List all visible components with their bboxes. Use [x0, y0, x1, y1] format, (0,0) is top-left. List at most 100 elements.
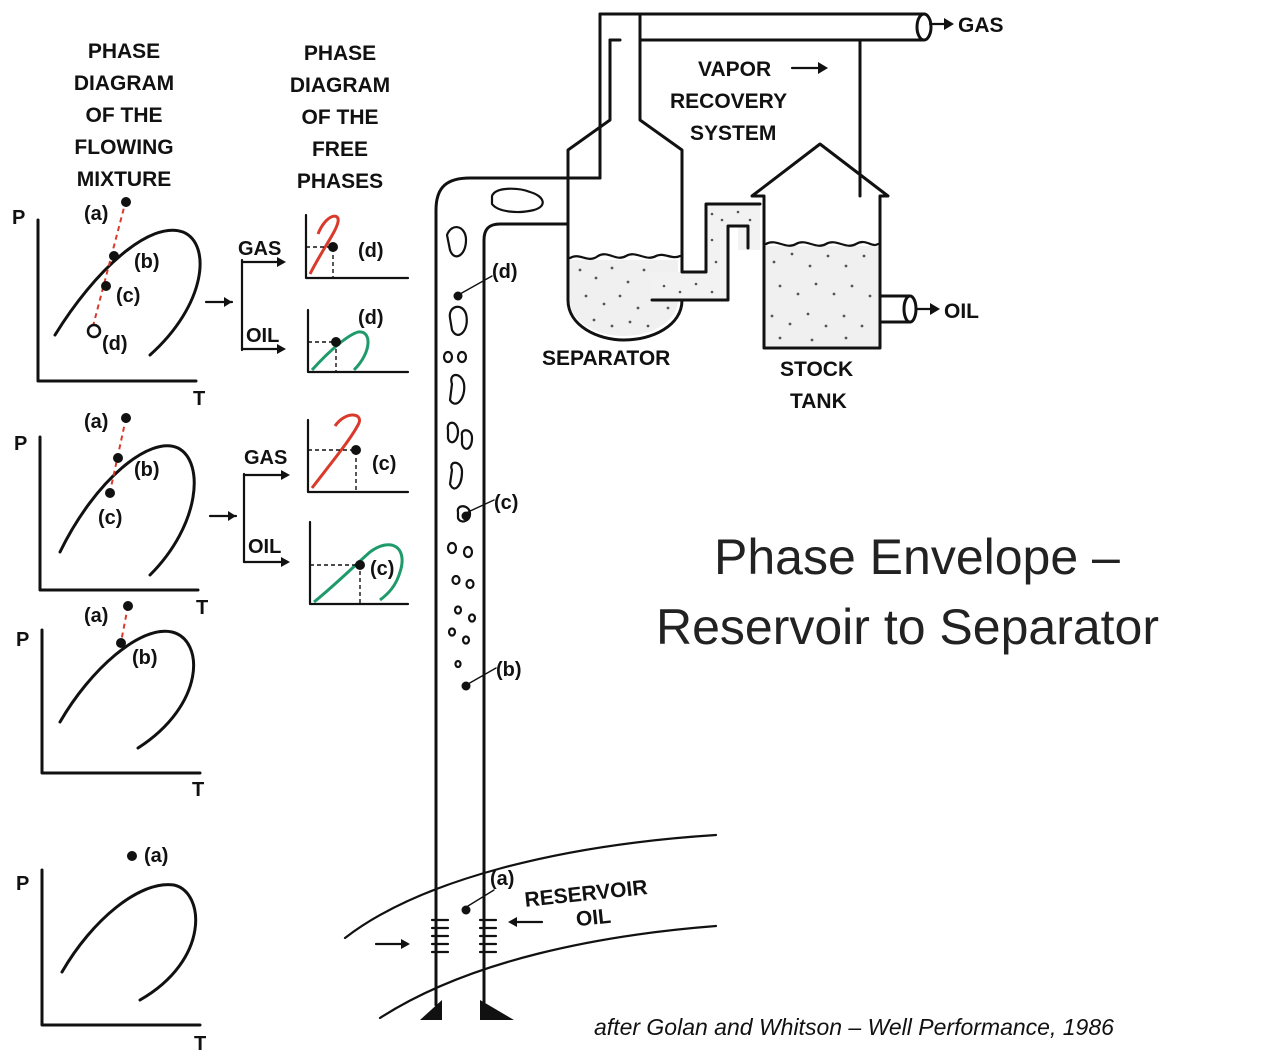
heading-flowing-line-5: MIXTURE — [77, 168, 172, 191]
reservoir-top-boundary — [343, 833, 718, 940]
transfer-pipe — [650, 202, 762, 302]
heading-free-line-5: PHASES — [297, 170, 383, 193]
axes — [38, 435, 200, 592]
axes — [40, 868, 202, 1027]
label-d: (d) — [358, 240, 384, 262]
oil-outlet-label: OIL — [944, 300, 979, 323]
point-c — [105, 488, 115, 498]
label-d: (d) — [102, 333, 128, 355]
label-b: (b) — [134, 251, 160, 273]
slide-title: Phase Envelope – Reservoir to Separator — [656, 529, 1159, 655]
point-a — [121, 197, 131, 207]
mixture-diagram-a: P T (a) — [16, 845, 206, 1054]
label-b: (b) — [134, 459, 160, 481]
axis-t-label: T — [196, 597, 208, 619]
wellbore: (d) (c) (b) (a) — [374, 176, 602, 1020]
stock-tank: OIL STOCK TANK — [750, 142, 979, 413]
vapor-label-line-1: VAPOR — [698, 58, 771, 81]
tubing-label-c: (c) — [494, 492, 518, 514]
point-b — [113, 453, 123, 463]
gas-outlet: GAS — [598, 12, 1004, 177]
label-c: (c) — [98, 507, 122, 529]
heading-flowing-line-3: OF THE — [86, 104, 163, 127]
title-line-1: Phase Envelope – — [714, 529, 1120, 585]
gas-bubbles — [442, 226, 477, 669]
axis-t-label: T — [192, 779, 204, 801]
label-a: (a) — [144, 845, 168, 867]
axes — [36, 218, 198, 383]
heading-flowing-line-2: DIAGRAM — [74, 72, 174, 95]
point-d — [328, 242, 338, 252]
pressure-path-line — [91, 199, 127, 331]
heading-flowing-mixture: PHASE DIAGRAM OF THE FLOWING MIXTURE — [74, 40, 174, 191]
tubing-label-a: (a) — [490, 868, 514, 890]
gas-label: GAS — [244, 447, 287, 469]
oil-outlet-pipe — [878, 294, 912, 324]
point-b — [109, 251, 119, 261]
free-gas-chart-c: (c) — [306, 413, 410, 494]
label-a: (a) — [84, 203, 108, 225]
mixture-diagram-d: P T (a) (b) (c) (d) — [12, 197, 205, 410]
right-base — [480, 1000, 514, 1020]
heading-free-line-3: OF THE — [302, 106, 379, 129]
oil-label: OIL — [248, 536, 281, 558]
pressure-path-line — [120, 605, 129, 643]
heading-free-line-2: DIAGRAM — [290, 74, 390, 97]
axes — [308, 520, 410, 606]
axis-p-label: P — [16, 629, 29, 651]
gas-phase-curve — [308, 214, 340, 275]
separator-neck-left — [566, 38, 612, 226]
axis-p-label: P — [14, 433, 27, 455]
phase-envelope-curve — [60, 883, 198, 1002]
split-arrows-upper: GAS OIL — [204, 238, 286, 354]
mixture-diagram-b: P T (a) (b) — [16, 601, 204, 801]
heading-free-line-1: PHASE — [304, 42, 376, 65]
vapor-label-line-2: RECOVERY — [670, 90, 787, 113]
axis-t-label: T — [194, 1033, 206, 1054]
vapor-recovery-system: VAPOR RECOVERY SYSTEM — [670, 58, 828, 145]
axes — [304, 213, 410, 280]
tubing-label-d: (d) — [492, 261, 518, 283]
free-oil-chart-d: (d) — [306, 307, 410, 374]
heading-flowing-line-1: PHASE — [88, 40, 160, 63]
vapor-label-line-3: SYSTEM — [690, 122, 776, 145]
label-d: (d) — [358, 307, 384, 329]
title-line-2: Reservoir to Separator — [656, 599, 1159, 655]
oil-label: OIL — [246, 325, 279, 347]
tubing-right-wall — [482, 222, 570, 1007]
tubing-label-b: (b) — [496, 659, 522, 681]
tubing-left-wall — [434, 176, 602, 1007]
label-a: (a) — [84, 605, 108, 627]
point-d — [86, 323, 102, 339]
free-gas-chart-d: (d) — [304, 213, 410, 280]
heading-free-phases: PHASE DIAGRAM OF THE FREE PHASES — [290, 42, 390, 193]
reservoir-bottom-boundary — [378, 924, 718, 1020]
free-oil-chart-c: (c) — [308, 520, 410, 606]
point-d — [331, 337, 341, 347]
separator-label: SEPARATOR — [542, 347, 670, 370]
oil-phase-curve — [313, 543, 404, 604]
label-b: (b) — [132, 647, 158, 669]
phase-envelope-curve — [58, 444, 196, 577]
phase-envelope-curve — [53, 228, 202, 357]
outlet-bubble — [490, 187, 544, 214]
point-c — [101, 281, 111, 291]
axis-p-label: P — [16, 873, 29, 895]
point-c — [351, 445, 361, 455]
point-a — [121, 413, 131, 423]
heading-flowing-line-4: FLOWING — [74, 136, 173, 159]
citation: after Golan and Whitson – Well Performan… — [594, 1014, 1114, 1040]
axis-t-label: T — [193, 388, 205, 410]
axes — [40, 628, 202, 775]
label-c: (c) — [116, 285, 140, 307]
reservoir-layer: RESERVOIR OIL — [343, 833, 718, 1020]
point-a — [127, 851, 137, 861]
heading-free-line-4: FREE — [312, 138, 368, 161]
split-arrows-lower: GAS OIL — [208, 447, 290, 567]
gas-label: GAS — [238, 238, 281, 260]
point-c — [355, 560, 365, 570]
point-b — [116, 638, 126, 648]
reservoir-label-line-2: OIL — [575, 905, 612, 932]
